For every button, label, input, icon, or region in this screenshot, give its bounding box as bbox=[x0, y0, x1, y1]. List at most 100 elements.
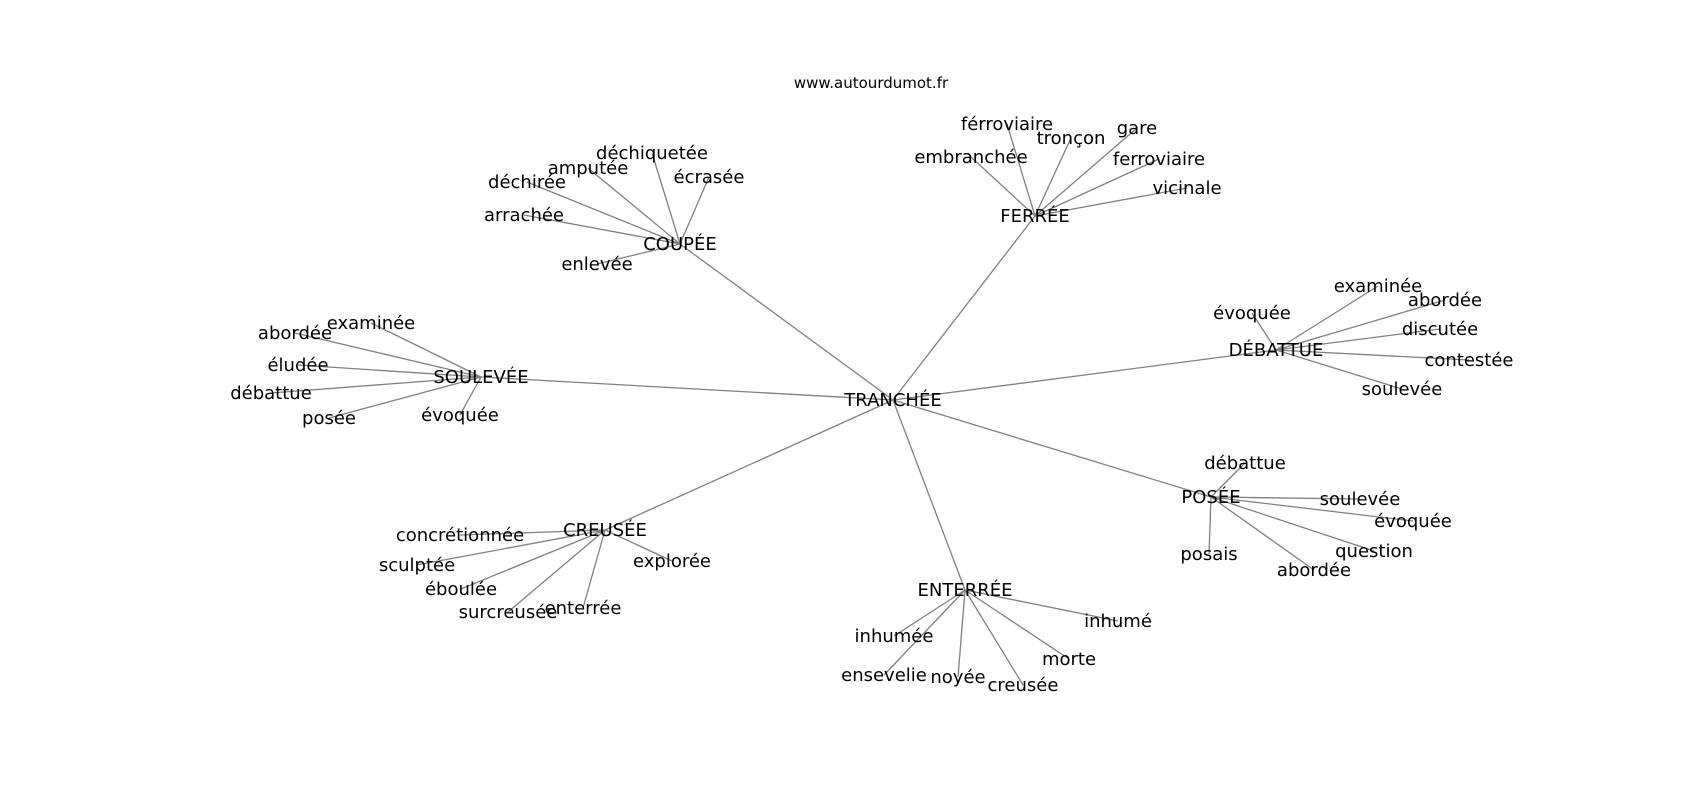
edge-cluster-to-neighbor bbox=[1210, 462, 1246, 498]
neighbor-word-node[interactable]: ferroviaire bbox=[1113, 149, 1205, 170]
neighbor-word-node[interactable]: amputée bbox=[548, 158, 629, 179]
neighbor-word-node[interactable]: tronçon bbox=[1037, 128, 1106, 149]
neighbor-word-node[interactable]: examinée bbox=[327, 313, 416, 334]
edge-cluster-to-neighbor bbox=[1210, 496, 1315, 571]
neighbor-word-node[interactable]: débattue bbox=[230, 383, 312, 404]
neighbor-word-node[interactable]: écrasée bbox=[674, 167, 745, 188]
neighbor-word-node[interactable]: question bbox=[1335, 541, 1413, 562]
neighbor-word-node[interactable]: posée bbox=[302, 408, 356, 429]
edge-center-to-cluster bbox=[679, 243, 894, 401]
graph-edges bbox=[270, 123, 1470, 686]
neighbor-word-node[interactable]: évoquée bbox=[421, 405, 499, 426]
edge-cluster-to-neighbor bbox=[957, 589, 966, 678]
edge-cluster-to-neighbor bbox=[970, 156, 1036, 217]
edge-cluster-to-neighbor bbox=[328, 376, 482, 419]
edge-cluster-to-neighbor bbox=[297, 364, 482, 378]
neighbor-word-node[interactable]: vicinale bbox=[1152, 178, 1221, 199]
edge-cluster-to-neighbor bbox=[883, 589, 966, 676]
neighbor-word-node[interactable]: soulevée bbox=[1362, 379, 1443, 400]
neighbor-word-node[interactable]: arrachée bbox=[484, 205, 564, 226]
edge-cluster-to-neighbor bbox=[460, 529, 606, 590]
edge-cluster-to-neighbor bbox=[507, 529, 606, 613]
cluster-word-node[interactable]: COUPÉE bbox=[643, 233, 717, 255]
edge-cluster-to-neighbor bbox=[270, 376, 482, 394]
edge-cluster-to-neighbor bbox=[1275, 349, 1470, 361]
edge-cluster-to-neighbor bbox=[582, 529, 606, 609]
neighbor-word-node[interactable]: contestée bbox=[1424, 350, 1513, 371]
edge-center-to-cluster bbox=[480, 376, 894, 401]
edge-cluster-to-neighbor bbox=[1210, 496, 1375, 552]
edge-cluster-to-neighbor bbox=[893, 589, 966, 637]
edge-cluster-to-neighbor bbox=[1034, 127, 1138, 217]
edge-cluster-to-neighbor bbox=[370, 322, 482, 378]
edge-cluster-to-neighbor bbox=[1210, 496, 1414, 522]
neighbor-word-node[interactable]: éboulée bbox=[425, 579, 497, 600]
neighbor-word-node[interactable]: évoquée bbox=[1374, 511, 1452, 532]
neighbor-word-node[interactable]: abordée bbox=[1408, 290, 1482, 311]
edge-cluster-to-neighbor bbox=[651, 152, 681, 245]
source-label: www.autourdumot.fr bbox=[794, 74, 949, 92]
cluster-word-node[interactable]: SOULEVÉE bbox=[433, 366, 528, 388]
neighbor-word-node[interactable]: éludée bbox=[267, 355, 328, 376]
neighbor-word-node[interactable]: surcreusée bbox=[459, 602, 558, 623]
neighbor-word-node[interactable]: enlevée bbox=[561, 254, 632, 275]
edge-cluster-to-neighbor bbox=[459, 376, 482, 416]
edge-cluster-to-neighbor bbox=[526, 181, 681, 245]
cluster-word-node[interactable]: ENTERRÉE bbox=[918, 579, 1013, 601]
neighbor-word-node[interactable]: gare bbox=[1117, 118, 1158, 139]
edge-cluster-to-neighbor bbox=[1034, 158, 1160, 217]
edge-cluster-to-neighbor bbox=[416, 529, 606, 566]
edge-cluster-to-neighbor bbox=[1210, 496, 1361, 500]
neighbor-word-node[interactable]: noyée bbox=[930, 667, 985, 688]
edge-cluster-to-neighbor bbox=[964, 589, 1024, 686]
edge-cluster-to-neighbor bbox=[964, 589, 1070, 660]
edge-cluster-to-neighbor bbox=[1275, 285, 1379, 351]
center-word-node[interactable]: TRANCHÉE bbox=[843, 389, 941, 411]
edge-center-to-cluster bbox=[892, 215, 1036, 401]
neighbor-word-node[interactable]: inhumée bbox=[855, 626, 934, 647]
neighbor-word-node[interactable]: férroviaire bbox=[961, 114, 1053, 135]
neighbor-word-node[interactable]: déchirée bbox=[488, 172, 566, 193]
neighbor-word-node[interactable]: sculptée bbox=[379, 555, 455, 576]
edge-cluster-to-neighbor bbox=[604, 529, 673, 562]
edge-cluster-to-neighbor bbox=[1208, 496, 1212, 555]
neighbor-word-node[interactable]: évoquée bbox=[1213, 303, 1291, 324]
edge-cluster-to-neighbor bbox=[294, 332, 482, 378]
cluster-word-node[interactable]: POSÉE bbox=[1181, 486, 1240, 508]
neighbor-word-node[interactable]: explorée bbox=[633, 551, 711, 572]
edge-center-to-cluster bbox=[892, 399, 1212, 498]
cluster-word-node[interactable]: DÉBATTUE bbox=[1229, 339, 1324, 361]
neighbor-word-node[interactable]: ensevelie bbox=[841, 665, 927, 686]
neighbor-word-node[interactable]: morte bbox=[1042, 649, 1096, 670]
neighbor-word-node[interactable]: concrétionnée bbox=[396, 525, 524, 546]
edge-cluster-to-neighbor bbox=[1251, 312, 1277, 351]
edge-cluster-to-neighbor bbox=[1034, 137, 1072, 217]
neighbor-word-node[interactable]: examinée bbox=[1334, 276, 1423, 297]
edge-cluster-to-neighbor bbox=[1275, 299, 1446, 351]
neighbor-word-node[interactable]: débattue bbox=[1204, 453, 1286, 474]
edge-cluster-to-neighbor bbox=[1275, 328, 1441, 351]
neighbor-word-node[interactable]: déchiquetée bbox=[596, 143, 708, 164]
neighbor-word-node[interactable]: inhumé bbox=[1084, 611, 1152, 632]
edge-center-to-cluster bbox=[892, 349, 1277, 401]
edge-cluster-to-neighbor bbox=[459, 529, 606, 536]
edge-cluster-to-neighbor bbox=[596, 243, 681, 265]
edge-cluster-to-neighbor bbox=[587, 167, 681, 245]
cluster-word-node[interactable]: CREUSÉE bbox=[563, 519, 647, 541]
neighbor-word-node[interactable]: discutée bbox=[1402, 319, 1478, 340]
edge-center-to-cluster bbox=[604, 399, 894, 531]
edge-cluster-to-neighbor bbox=[523, 214, 681, 245]
neighbor-word-node[interactable]: soulevée bbox=[1320, 489, 1401, 510]
neighbor-word-node[interactable]: enterrée bbox=[545, 598, 622, 619]
edge-center-to-cluster bbox=[892, 399, 966, 591]
neighbor-word-node[interactable]: abordée bbox=[258, 323, 332, 344]
edge-cluster-to-neighbor bbox=[679, 176, 710, 245]
neighbor-word-node[interactable]: creusée bbox=[988, 675, 1059, 696]
edge-cluster-to-neighbor bbox=[1275, 349, 1403, 390]
neighbor-word-node[interactable]: embranchée bbox=[914, 147, 1027, 168]
neighbor-word-node[interactable]: posais bbox=[1180, 544, 1237, 565]
cluster-word-node[interactable]: FERRÉE bbox=[1000, 205, 1070, 227]
neighbor-word-node[interactable]: abordée bbox=[1277, 560, 1351, 581]
